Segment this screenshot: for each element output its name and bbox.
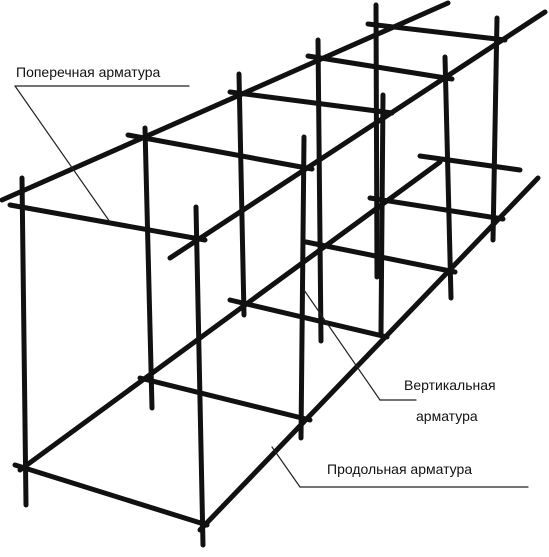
- longitudinal-bar: [167, 9, 548, 261]
- transverse-bar: [125, 132, 315, 172]
- transverse-rebar-label: Поперечная арматура: [16, 64, 161, 80]
- vertical-bar: [142, 125, 155, 411]
- vertical-bar: [373, 2, 380, 280]
- vertical-bar: [193, 204, 206, 548]
- longitudinal-bar: [197, 175, 541, 533]
- transverse-bar: [12, 462, 210, 528]
- longitudinal-bar: [17, 159, 443, 473]
- transverse-bar: [303, 239, 458, 275]
- vertical-bar: [236, 71, 247, 318]
- transverse-bar: [137, 375, 313, 423]
- transverse-leader-pointer: [14, 85, 111, 223]
- longitudinal-leader-pointer: [271, 446, 301, 488]
- vertical-leader-pointer: [303, 289, 381, 401]
- vertical-bar: [298, 134, 307, 441]
- vertical-bar: [490, 15, 500, 243]
- transverse-bar: [305, 53, 455, 82]
- vertical-bar: [442, 54, 454, 301]
- transverse-bar: [367, 195, 506, 222]
- vertical-bar: [378, 92, 386, 336]
- longitudinal-rebar-label: Продольная арматура: [327, 461, 473, 477]
- vertical-rebar-label-line1: Вертикальная: [404, 377, 496, 393]
- vertical-bar: [19, 175, 29, 508]
- transverse-bar: [417, 153, 523, 173]
- transverse-bar: [227, 89, 395, 116]
- transverse-bar: [227, 297, 390, 340]
- vertical-rebar-label-line2: арматура: [416, 408, 478, 424]
- vertical-bar: [315, 37, 324, 344]
- transverse-bar: [7, 202, 208, 243]
- transverse-bar: [365, 21, 508, 43]
